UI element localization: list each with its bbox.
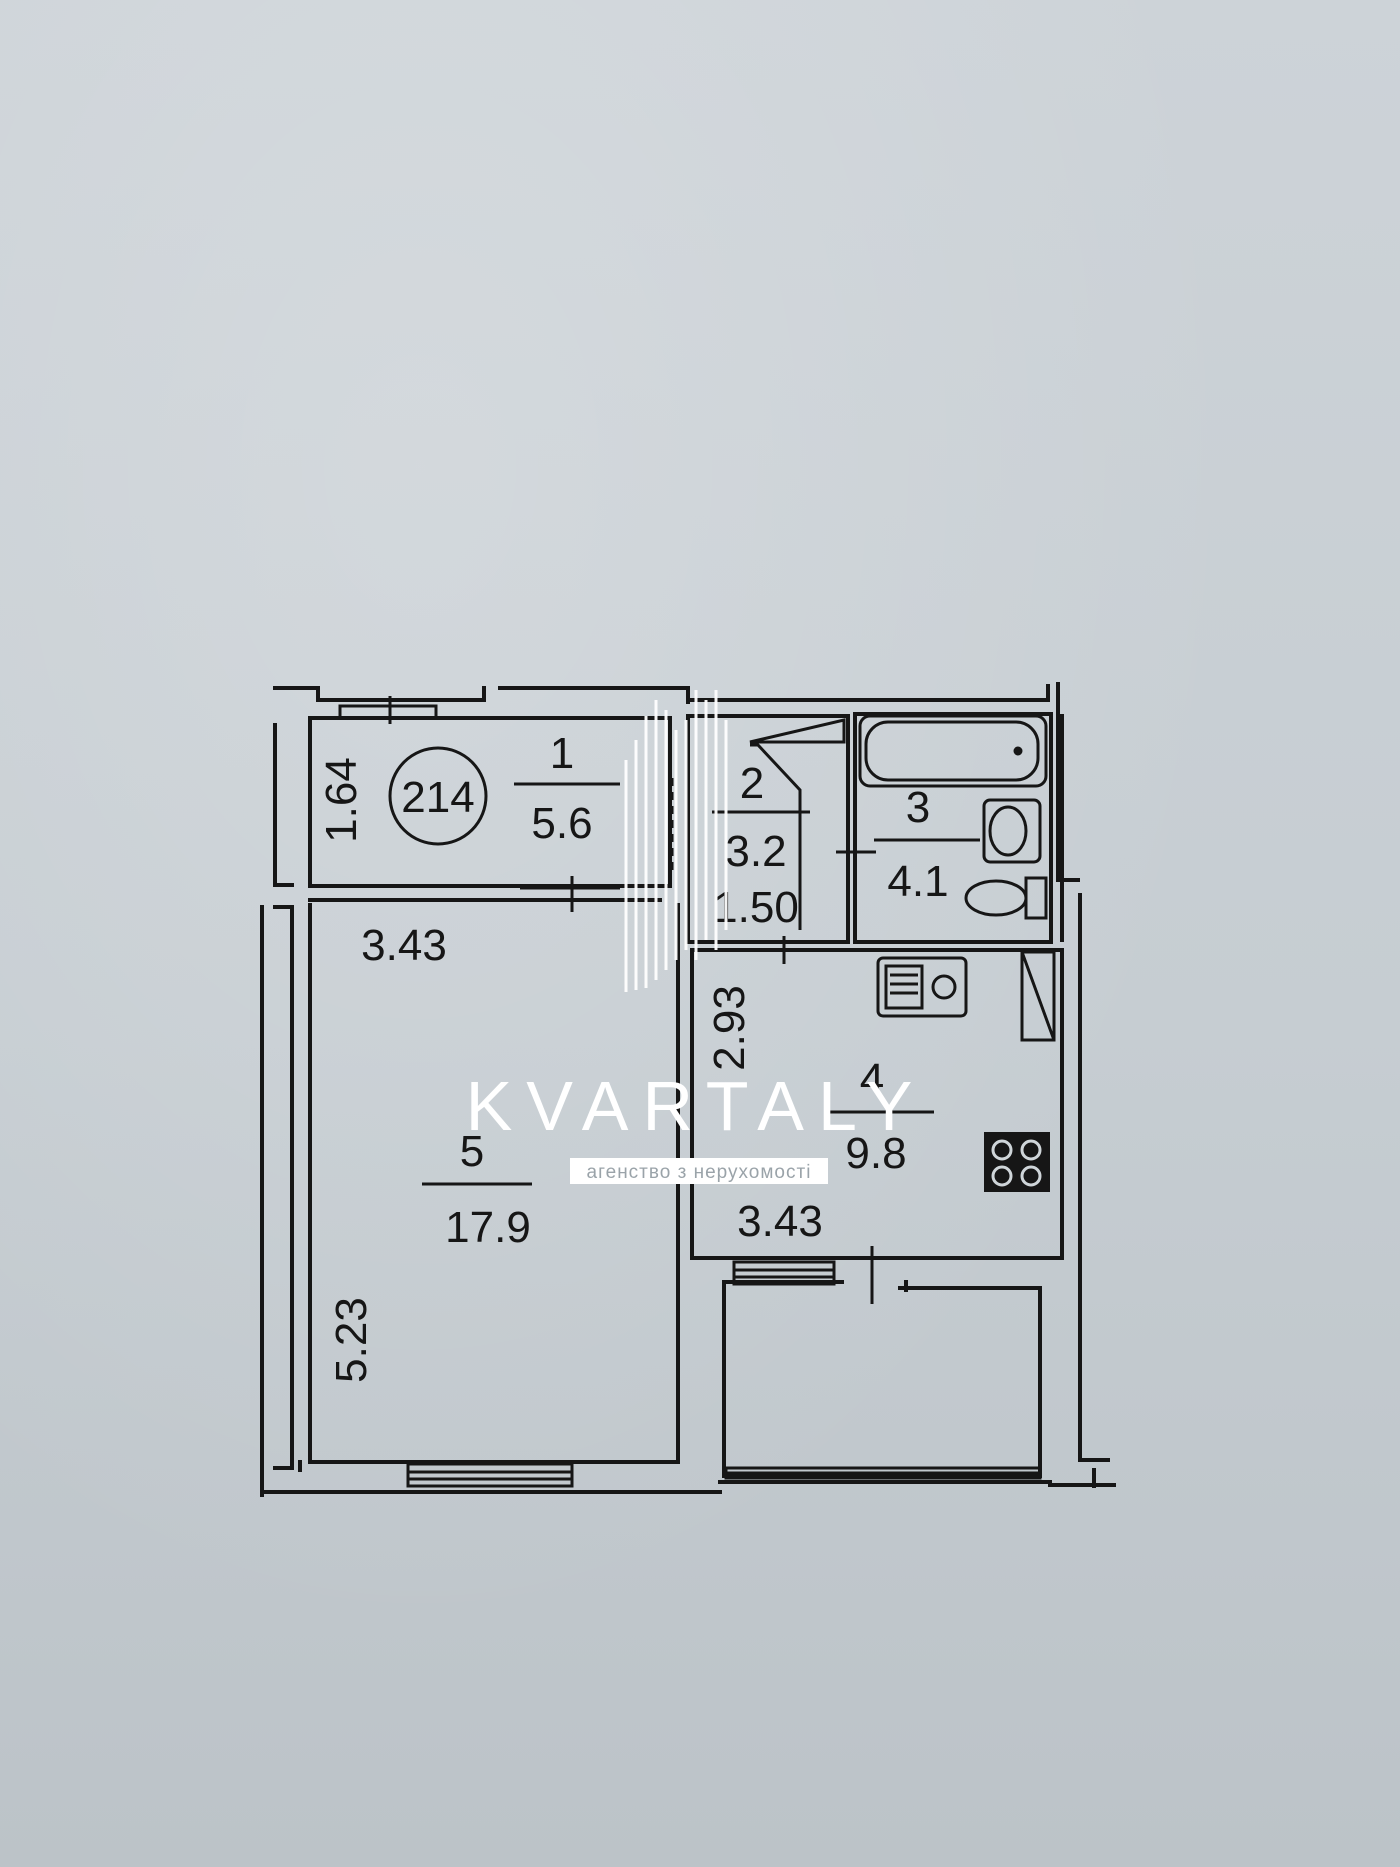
walls [260,682,1116,1497]
room5-length-dimension: 5.23 [327,1297,376,1383]
ventilation-shaft [1020,950,1056,1042]
room-1-number: 1 [550,729,574,778]
door-marks [388,696,876,1304]
room-5-area: 17.9 [445,1203,531,1252]
room-2-number: 2 [740,759,764,808]
washbasin [982,798,1042,864]
room-2-area: 3.2 [725,827,786,876]
room-5-number: 5 [460,1127,484,1176]
kitchen-length-dimension: 2.93 [705,985,754,1071]
kitchen-sink [876,956,968,1018]
room-4-number: 4 [860,1055,884,1104]
room-3-number: 3 [906,783,930,832]
windows [338,704,1042,1488]
hall-height-dimension: 1.64 [317,757,366,843]
stove [984,1132,1050,1192]
toilet [964,876,1048,920]
fraction-bars [422,782,980,1186]
apartment-number: 214 [401,773,474,822]
kitchen-width-dimension: 3.43 [737,1197,823,1246]
room-4-area: 9.8 [845,1129,906,1178]
apartment-number-circle [388,746,488,846]
watermark-tagline: агенство з нерухомості [587,1162,812,1183]
room-3-area: 4.1 [887,857,948,906]
room-1-area: 5.6 [531,799,592,848]
watermark-tagline-box [570,1158,828,1184]
bathtub [858,714,1048,788]
room5-width-dimension: 3.43 [361,921,447,970]
watermark-logo-lines [624,690,728,992]
watermark-brand: KVARTALY [466,1067,927,1145]
